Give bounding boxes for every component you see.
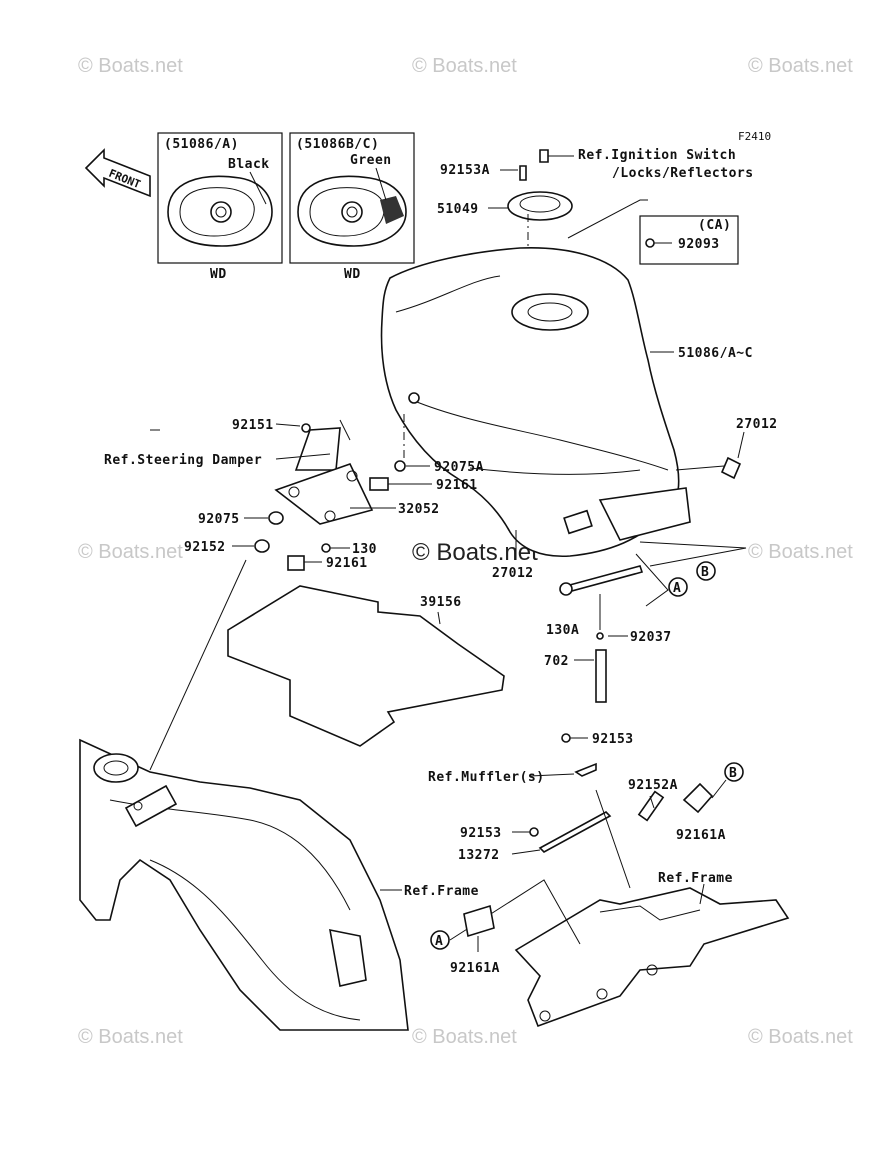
part-label: 92153A (440, 163, 490, 178)
bolt-and-pin (515, 530, 747, 703)
inset-note: WD (344, 267, 361, 282)
part-label: 92152 (184, 540, 226, 555)
watermark-text: © Boats.net (78, 1026, 183, 1048)
inset-variant-label: (51086/A) (164, 137, 239, 152)
part-label: /Locks/Reflectors (612, 166, 754, 181)
part-label: 39156 (420, 595, 462, 610)
part-label: Ref.Ignition Switch (578, 148, 736, 163)
part-label: 27012 (492, 566, 534, 581)
frame (79, 559, 409, 1031)
rear-bracket (449, 733, 790, 1028)
watermark-text: © Boats.net (78, 541, 183, 563)
part-label: 702 (544, 654, 569, 669)
callout-b: B (729, 766, 737, 781)
tank-leaders (567, 199, 745, 480)
watermark-text: © Boats.net (412, 1026, 517, 1048)
part-label: 51086/A~C (678, 346, 753, 361)
steering-bracket (150, 414, 432, 571)
part-label: 92161A (450, 961, 500, 976)
part-label: 51049 (437, 202, 479, 217)
part-label: Ref.Frame (404, 884, 479, 899)
part-label: 130A (546, 623, 579, 638)
part-label: 92151 (232, 418, 274, 433)
part-label: 92075A (434, 460, 484, 475)
part-labels: 92153A Ref.Ignition Switch /Locks/Reflec… (104, 148, 778, 976)
part-label: (CA) (698, 218, 731, 233)
inset-variant-label: (51086B/C) (296, 137, 379, 152)
part-label: 13272 (458, 848, 500, 863)
fuel-tank (380, 246, 691, 558)
rubber-pad (227, 585, 505, 747)
part-label: 92161 (436, 478, 478, 493)
part-label: 32052 (398, 502, 440, 517)
part-label: 92037 (630, 630, 672, 645)
callout-a: A (673, 581, 681, 596)
part-label: Ref.Muffler(s) (428, 770, 545, 785)
part-label: 92153 (592, 732, 634, 747)
callout-b: B (701, 565, 709, 580)
watermark-text: © Boats.net (748, 1026, 853, 1048)
part-label: Ref.Frame (658, 871, 733, 886)
part-label: 92161A (676, 828, 726, 843)
fuel-cap (488, 149, 574, 292)
part-label: 27012 (736, 417, 778, 432)
part-label: Ref.Steering Damper (104, 453, 262, 468)
figure-code: F2410 (738, 130, 771, 143)
inset-note: WD (210, 267, 227, 282)
part-label: 92093 (678, 237, 720, 252)
watermark-text: © Boats.net (78, 55, 183, 77)
inset-green-variant: (51086B/C) Green WD (289, 132, 415, 282)
part-label: 130 (352, 542, 377, 557)
watermark-text: © Boats.net (748, 55, 853, 77)
watermark-center: © Boats.net (412, 539, 538, 566)
part-label: 92075 (198, 512, 240, 527)
watermark-text: © Boats.net (412, 55, 517, 77)
callout-markers: B A B A (430, 561, 744, 950)
watermark-text: © Boats.net (748, 541, 853, 563)
inset-black-variant: (51086/A) Black WD (157, 132, 283, 282)
inset-color-label: Black (228, 157, 270, 172)
front-arrow-icon: FRONT (84, 148, 151, 198)
callout-a: A (435, 934, 443, 949)
watermarks: © Boats.net © Boats.net © Boats.net © Bo… (78, 55, 853, 1048)
part-label: 92161 (326, 556, 368, 571)
part-label: 92153 (460, 826, 502, 841)
part-label: 92152A (628, 778, 678, 793)
inset-color-label: Green (350, 153, 392, 168)
